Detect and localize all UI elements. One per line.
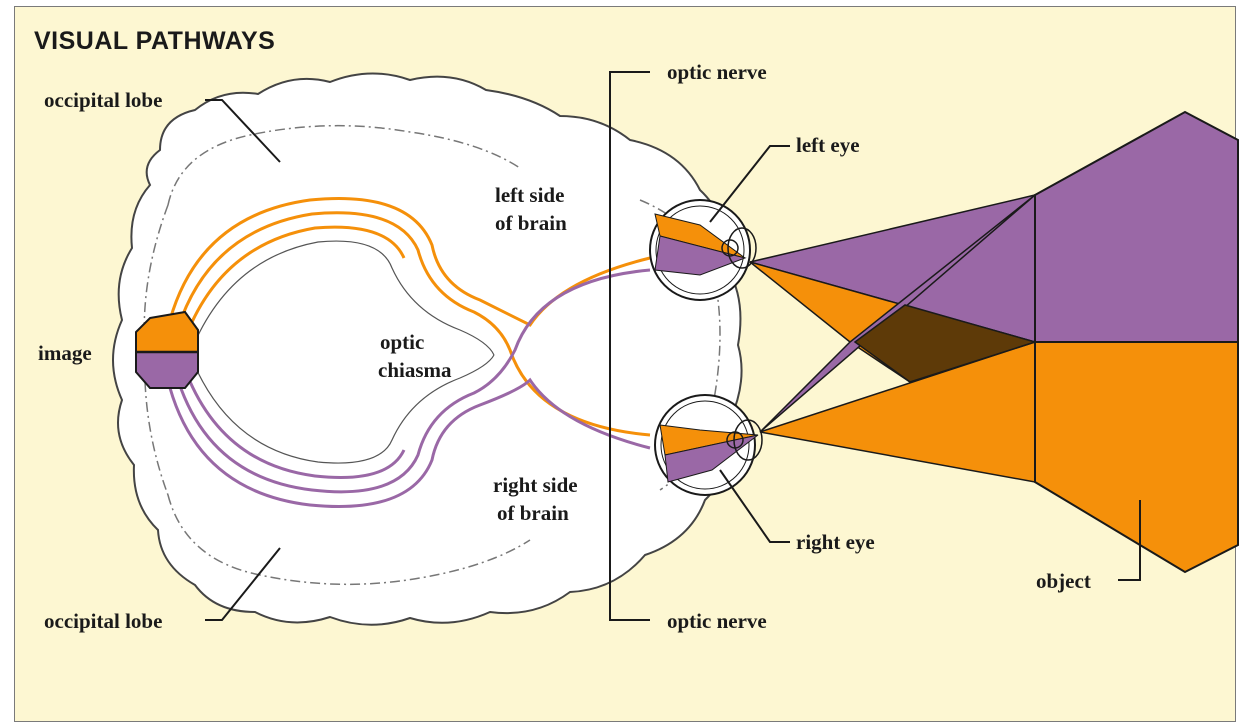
label-optic-chiasma-line2: chiasma: [378, 358, 452, 382]
label-optic-nerve-bottom: optic nerve: [667, 609, 767, 633]
label-left-eye: left eye: [796, 133, 860, 157]
diagram-title: VISUAL PATHWAYS: [34, 27, 275, 55]
right-eye: [655, 395, 762, 495]
label-left-side-line1: left side: [495, 183, 564, 207]
brain-outline: [113, 73, 742, 624]
label-image: image: [38, 341, 92, 365]
label-right-side-line2: of brain: [497, 501, 569, 525]
left-eye: [650, 200, 756, 300]
label-right-side-line1: right side: [493, 473, 578, 497]
label-occipital-lobe-bottom: occipital lobe: [44, 609, 162, 633]
label-optic-nerve-top: optic nerve: [667, 60, 767, 84]
label-optic-chiasma-line1: optic: [380, 330, 424, 354]
label-object: object: [1036, 569, 1091, 593]
image-hexagon: [136, 312, 198, 388]
label-right-eye: right eye: [796, 530, 875, 554]
label-occipital-lobe-top: occipital lobe: [44, 88, 162, 112]
object-hexagon: [1035, 112, 1238, 572]
label-left-side-line2: of brain: [495, 211, 567, 235]
